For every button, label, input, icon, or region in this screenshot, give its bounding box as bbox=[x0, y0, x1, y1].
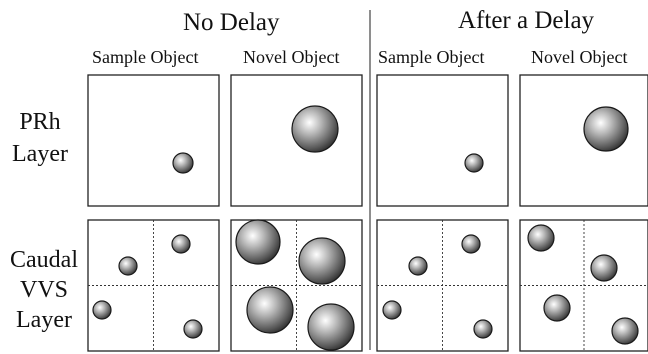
sphere-caudal-delay-novel-2 bbox=[590, 254, 618, 282]
sphere-caudal-no-delay-sample-3 bbox=[92, 300, 112, 320]
row-label-caudal-vvs: Caudal VVS Layer bbox=[4, 248, 84, 332]
condition-after-delay: After a Delay bbox=[458, 7, 595, 34]
row-label-caudal-line1: Caudal bbox=[10, 247, 78, 273]
panel-prh-no-delay-novel bbox=[230, 74, 363, 207]
sphere-caudal-delay-sample-4 bbox=[473, 319, 493, 339]
row-label-caudal-line2: VVS bbox=[19, 277, 68, 303]
row-label-caudal-line3: Layer bbox=[16, 307, 72, 333]
column-novel-object-2: Novel Object bbox=[531, 47, 628, 67]
sphere-caudal-delay-novel-4 bbox=[611, 317, 639, 345]
sphere-prh-delay-sample-1 bbox=[464, 153, 484, 173]
sphere-caudal-no-delay-novel-4 bbox=[307, 303, 355, 351]
row-label-prh-line1: PRh bbox=[19, 109, 61, 135]
sphere-caudal-delay-novel-3 bbox=[543, 294, 571, 322]
sphere-caudal-no-delay-sample-1 bbox=[118, 256, 138, 276]
panel-prh-delay-novel bbox=[519, 74, 648, 207]
panel-prh-no-delay-sample bbox=[87, 74, 220, 207]
sphere-caudal-delay-novel-1 bbox=[527, 224, 555, 252]
row-label-prh: PRh Layer bbox=[8, 110, 72, 166]
sphere-caudal-no-delay-sample-4 bbox=[183, 319, 203, 339]
condition-no-delay: No Delay bbox=[183, 9, 280, 36]
row-label-prh-line2: Layer bbox=[12, 141, 68, 167]
sphere-caudal-delay-sample-2 bbox=[461, 234, 481, 254]
panel-prh-delay-sample bbox=[376, 74, 509, 207]
sphere-caudal-no-delay-novel-3 bbox=[246, 286, 294, 334]
sphere-caudal-no-delay-novel-1 bbox=[235, 219, 281, 265]
column-novel-object-1: Novel Object bbox=[243, 47, 340, 67]
sphere-caudal-delay-sample-3 bbox=[382, 300, 402, 320]
sphere-caudal-delay-sample-1 bbox=[408, 256, 428, 276]
sphere-prh-no-delay-novel-1 bbox=[291, 105, 339, 153]
column-sample-object-1: Sample Object bbox=[92, 47, 199, 67]
column-sample-object-2: Sample Object bbox=[378, 47, 485, 67]
sphere-caudal-no-delay-novel-2 bbox=[298, 237, 346, 285]
sphere-caudal-no-delay-sample-2 bbox=[171, 234, 191, 254]
sphere-prh-no-delay-sample-1 bbox=[172, 152, 194, 174]
sphere-prh-delay-novel-1 bbox=[583, 106, 629, 152]
